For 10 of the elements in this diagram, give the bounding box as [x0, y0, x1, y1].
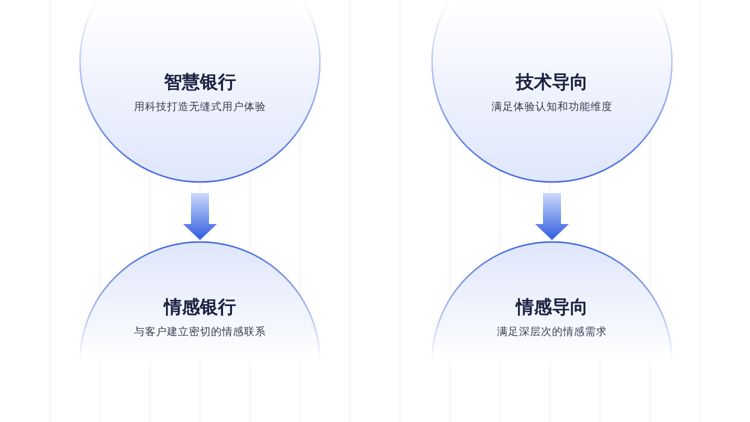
subtitle: 与客户建立密切的情感联系 — [133, 325, 267, 339]
subtitle: 满足体验认知和功能维度 — [490, 100, 614, 114]
heading: 智慧银行 — [163, 71, 237, 94]
heading: 技术导向 — [514, 71, 589, 94]
block-arrow — [183, 193, 217, 240]
block-arrow — [535, 193, 569, 240]
subtitle: 满足深层次的情感需求 — [496, 325, 608, 339]
heading: 情感导向 — [514, 296, 589, 319]
heading: 情感银行 — [162, 296, 237, 319]
subtitle: 用科技打造无缝式用户体验 — [133, 100, 267, 114]
